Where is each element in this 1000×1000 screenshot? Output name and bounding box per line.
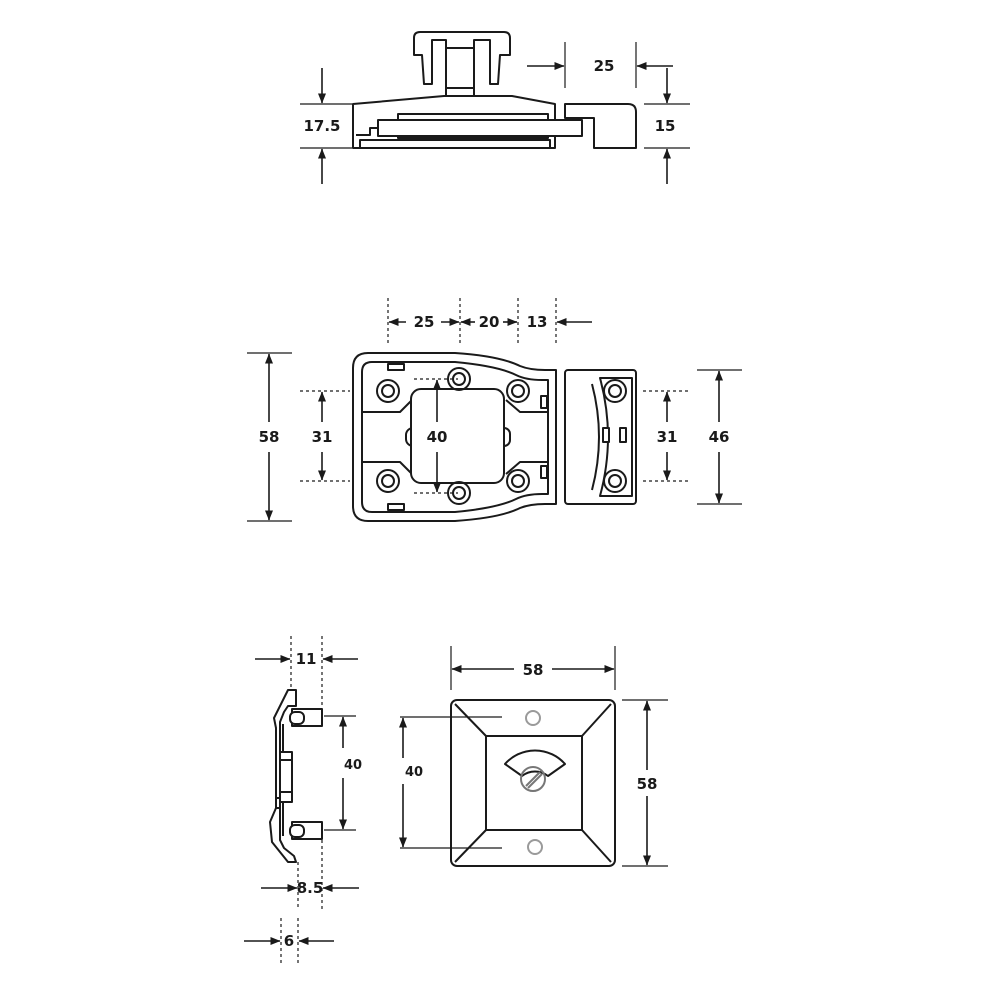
screw-hole — [603, 379, 627, 403]
knob-outline — [413, 31, 511, 97]
dim-span-c: 13 — [527, 313, 548, 331]
dim-depth-bottom: 6 — [284, 932, 294, 950]
dim-face-height: 58 — [637, 775, 658, 793]
dim-depth-top: 11 — [296, 650, 317, 668]
keep-plate-outline — [564, 369, 637, 505]
top-view: 17.5 15 25 — [300, 31, 690, 184]
dim-face-width: 58 — [523, 661, 544, 679]
dim-height-left: 17.5 — [303, 117, 340, 135]
dim-height-total: 58 — [259, 428, 280, 446]
fixing-hole — [525, 710, 541, 726]
bolt — [377, 119, 583, 137]
dim-face-hole-pitch: 40 — [405, 765, 423, 780]
front-view: 25 20 13 58 31 40 31 46 — [247, 298, 742, 522]
fixing-hole — [527, 839, 543, 855]
dim-hole-pitch-left: 31 — [312, 428, 333, 446]
keep-outline — [564, 103, 637, 149]
screw-hole — [506, 469, 530, 493]
dim-gap: 25 — [594, 57, 615, 75]
latch-body-outline — [352, 95, 556, 149]
slide-block — [410, 388, 505, 484]
screw-hole — [376, 379, 400, 403]
dim-span-a: 25 — [414, 313, 435, 331]
dim-depth-mid: 8.5 — [297, 879, 324, 897]
indicator-plate-outline — [450, 699, 616, 867]
indicator-side-view: 11 40 8.5 6 — [244, 636, 362, 964]
dim-hole-pitch-side: 40 — [344, 758, 362, 773]
screw-hole — [603, 469, 627, 493]
indicator-window — [504, 749, 566, 777]
screw-hole — [506, 379, 530, 403]
dim-keep-height: 46 — [709, 428, 730, 446]
thumbturn-screw — [520, 766, 546, 792]
indicator-side-outline — [269, 689, 297, 863]
screw-hole — [376, 469, 400, 493]
indicator-inner-panel — [485, 735, 583, 831]
dim-hole-pitch-center: 40 — [427, 428, 448, 446]
latch-plate-outline — [352, 352, 557, 522]
indicator-face-view: 58 40 58 — [399, 646, 668, 867]
dim-hole-pitch-right: 31 — [657, 428, 678, 446]
dim-span-b: 20 — [479, 313, 500, 331]
dim-height-right: 15 — [655, 117, 676, 135]
